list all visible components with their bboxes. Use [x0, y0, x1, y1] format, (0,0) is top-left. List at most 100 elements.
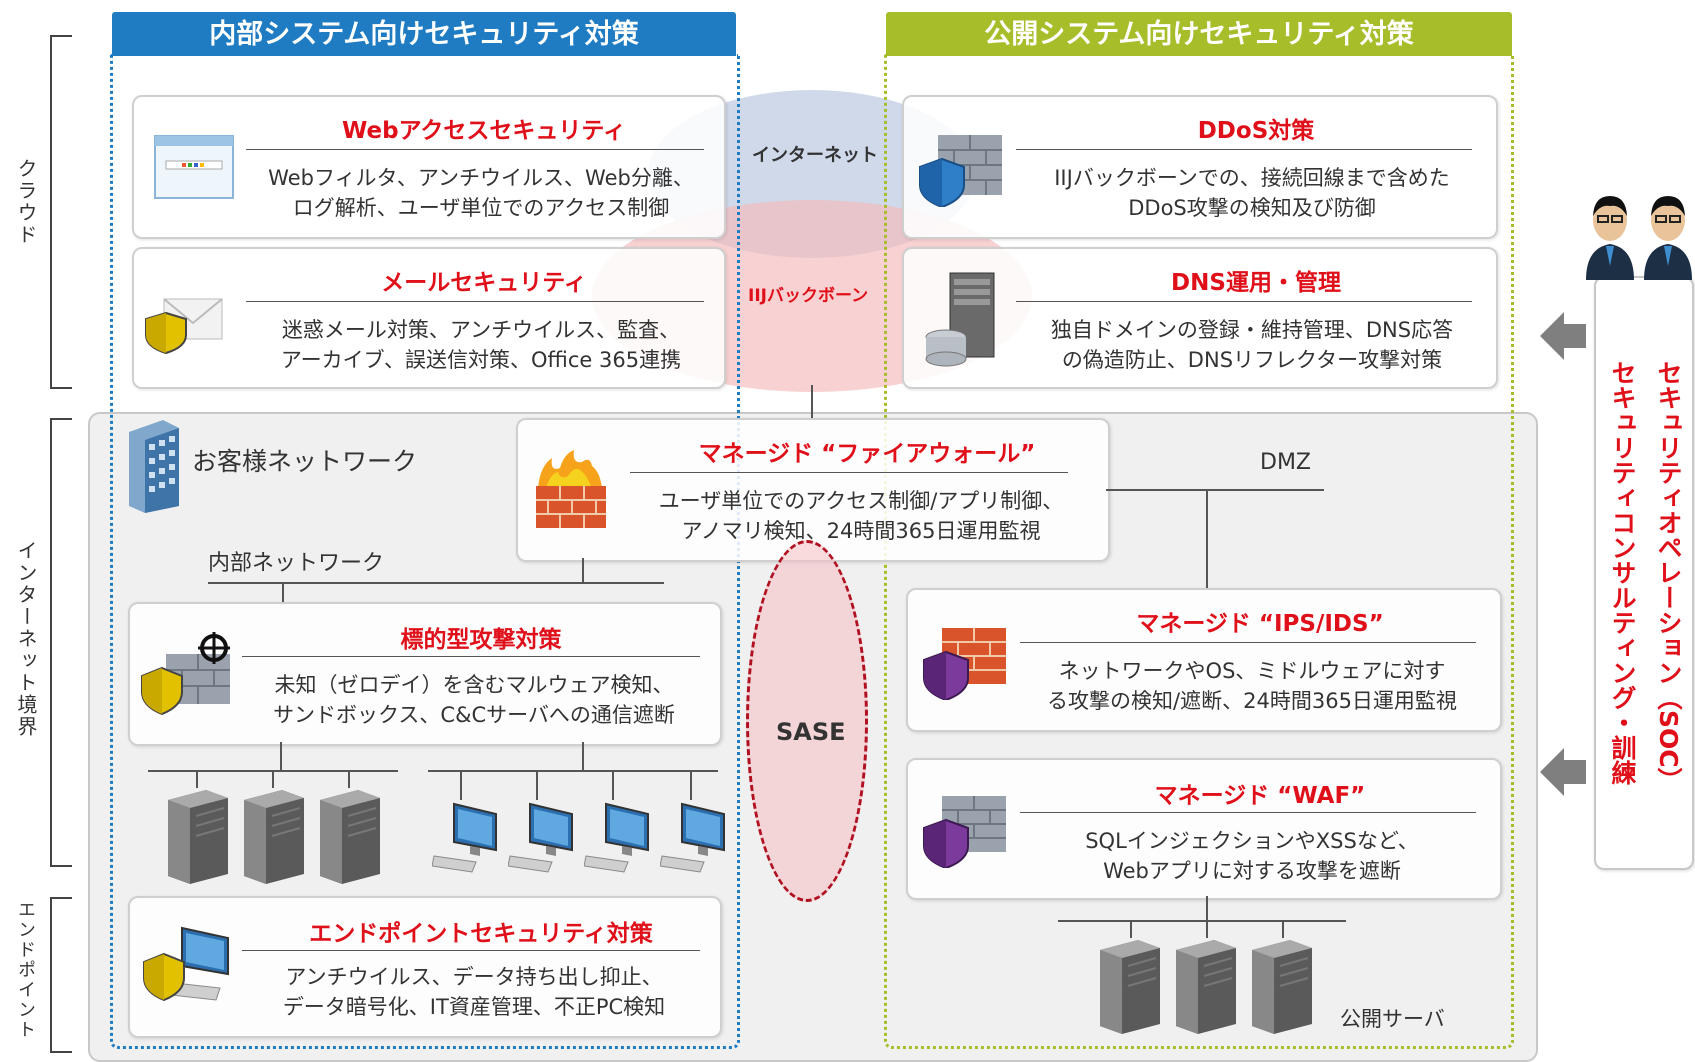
card-title: マネージド “WAF”	[1154, 783, 1366, 809]
desktop-pc-icon	[660, 802, 725, 873]
browser-window-icon	[154, 135, 234, 199]
dmz-label: DMZ	[1260, 450, 1311, 475]
card-title: マネージド “ファイアウォール”	[698, 441, 1036, 467]
office-building-icon	[129, 420, 179, 513]
server-icon	[1252, 940, 1312, 1034]
public-server-bus	[1058, 920, 1346, 922]
arrow-left-icon	[1540, 312, 1586, 360]
server-icon	[1176, 940, 1236, 1034]
card-desc-1: ネットワークやOS、ミドルウェアに対す	[1058, 659, 1446, 683]
server-drop-1	[196, 770, 198, 788]
client-drop-2	[536, 770, 538, 800]
internal-header: 内部システム向けセキュリティ対策	[112, 12, 736, 56]
card-title: Webアクセスセキュリティ	[341, 118, 627, 144]
card-title: DNS運用・管理	[1171, 270, 1341, 296]
dmz-drop	[1206, 489, 1208, 589]
desktop-pc-icon	[432, 802, 497, 873]
card-desc-1: アンチウイルス、データ持ち出し抑止、	[285, 965, 663, 989]
card-title: マネージド “IPS/IDS”	[1136, 611, 1384, 637]
card-waf: マネージド “WAF” SQLインジェクションやXSSなど、 Webアプリに対す…	[906, 758, 1502, 900]
mail-shield-icon	[145, 298, 223, 355]
card-desc-2: Webアプリに対する攻撃を遮断	[1103, 859, 1401, 883]
card-ddos: DDoS対策 IIJバックボーンでの、接続回線まで含めた DDoS攻撃の検知及び…	[902, 95, 1498, 239]
cloud-bracket	[50, 35, 72, 389]
card-title: メールセキュリティ	[381, 270, 587, 296]
server-icon	[168, 790, 228, 884]
client-drop-1	[460, 770, 462, 800]
divider	[1020, 642, 1476, 643]
card-desc-2: サンドボックス、C&Cサーバへの通信遮断	[273, 703, 675, 727]
targeted-to-client-drop	[582, 742, 584, 770]
public-server-drop-1	[1130, 920, 1132, 938]
card-desc-1: 未知（ゼロデイ）を含むマルウェア検知、	[274, 673, 674, 697]
backbone-label: IIJバックボーン	[748, 286, 869, 306]
card-mail: メールセキュリティ 迷惑メール対策、アンチウイルス、監査、 アーカイブ、誤送信対…	[132, 247, 726, 389]
divider	[246, 149, 704, 150]
divider	[1016, 149, 1472, 150]
staff-icon	[1586, 196, 1692, 280]
card-desc-2: ログ解析、ユーザ単位でのアクセス制御	[292, 196, 670, 220]
cloud-label: クラウド	[14, 158, 38, 246]
card-desc-2: データ暗号化、IT資産管理、不正PC検知	[282, 995, 666, 1019]
brick-shield-icon	[923, 628, 1006, 700]
card-desc-2: る攻撃の検知/遮断、24時間365日運用監視	[1047, 689, 1457, 713]
card-ips-ids: マネージド “IPS/IDS” ネットワークやOS、ミドルウェアに対す る攻撃の…	[906, 588, 1502, 732]
fire-wall-icon	[536, 450, 606, 528]
security-services-panel	[1594, 276, 1694, 870]
client-drop-3	[612, 770, 614, 800]
endpoint-label: エンドポイント	[15, 900, 36, 1040]
arrow-left-icon	[1540, 748, 1586, 796]
pc-shield-icon	[143, 926, 229, 1002]
public-server-drop-3	[1282, 920, 1284, 938]
divider	[1020, 812, 1476, 813]
card-desc-2: の偽造防止、DNSリフレクター攻撃対策	[1061, 348, 1443, 372]
internet-boundary-bracket	[50, 418, 72, 867]
wall-shield-icon	[923, 796, 1006, 868]
targeted-to-server-drop	[280, 742, 282, 770]
server-drop-2	[272, 770, 274, 788]
dmz-bus	[1106, 489, 1324, 491]
target-shield-icon	[141, 632, 230, 716]
card-title: DDoS対策	[1197, 118, 1315, 144]
public-server-label: 公開サーバ	[1340, 1007, 1445, 1031]
backbone-link	[811, 385, 813, 420]
public-server-drop-2	[1206, 896, 1208, 938]
server-icon	[244, 790, 304, 884]
divider	[630, 472, 1068, 473]
consulting-label: セキュリティコンサルティング・訓練	[1608, 360, 1637, 785]
server-icon	[320, 790, 380, 884]
divider	[246, 301, 704, 302]
client-drop-4	[690, 770, 692, 800]
customer-network-label: お客様ネットワーク	[192, 447, 418, 476]
card-desc-1: 迷惑メール対策、アンチウイルス、監査、	[281, 318, 681, 342]
firewall-to-internal-link	[582, 558, 584, 583]
internal-drop	[282, 583, 284, 603]
card-desc-2: アノマリ検知、24時間365日運用監視	[681, 519, 1041, 543]
server-drop-3	[348, 770, 350, 788]
card-title: エンドポイントセキュリティ対策	[309, 921, 653, 947]
desktop-pc-icon	[584, 802, 649, 873]
internal-network-bus	[208, 582, 664, 584]
soc-label: セキュリティオペレーション（SOC）	[1654, 360, 1683, 793]
internet-boundary-label: インターネット境界	[14, 540, 38, 738]
public-header: 公開システム向けセキュリティ対策	[886, 12, 1512, 56]
internal-network-label: 内部ネットワーク	[208, 551, 385, 576]
endpoint-bracket	[50, 897, 72, 1053]
card-dns: DNS運用・管理 独自ドメインの登録・維持管理、DNS応答 の偽造防止、DNSリ…	[902, 247, 1498, 389]
firewall-shield-icon	[919, 135, 1002, 207]
card-desc-2: DDoS攻撃の検知及び防御	[1128, 196, 1376, 220]
divider	[242, 656, 700, 657]
card-desc-1: IIJバックボーンでの、接続回線まで含めた	[1054, 166, 1450, 190]
card-firewall: マネージド “ファイアウォール” ユーザ単位でのアクセス制御/アプリ制御、 アノ…	[516, 418, 1110, 562]
server-icon	[1100, 940, 1160, 1034]
card-desc-1: Webフィルタ、アンチウイルス、Web分離、	[268, 166, 694, 190]
divider	[242, 950, 700, 951]
divider	[1016, 301, 1472, 302]
card-targeted-attack: 標的型攻撃対策 未知（ゼロデイ）を含むマルウェア検知、 サンドボックス、C&Cサ…	[128, 602, 722, 746]
card-endpoint: エンドポイントセキュリティ対策 アンチウイルス、データ持ち出し抑止、 データ暗号…	[128, 896, 722, 1038]
desktop-pc-icon	[508, 802, 573, 873]
card-title: 標的型攻撃対策	[400, 627, 562, 653]
card-web-access: Webアクセスセキュリティ Webフィルタ、アンチウイルス、Web分離、 ログ解…	[132, 95, 726, 239]
sase-ellipse	[746, 540, 868, 902]
client-bus	[428, 770, 718, 772]
